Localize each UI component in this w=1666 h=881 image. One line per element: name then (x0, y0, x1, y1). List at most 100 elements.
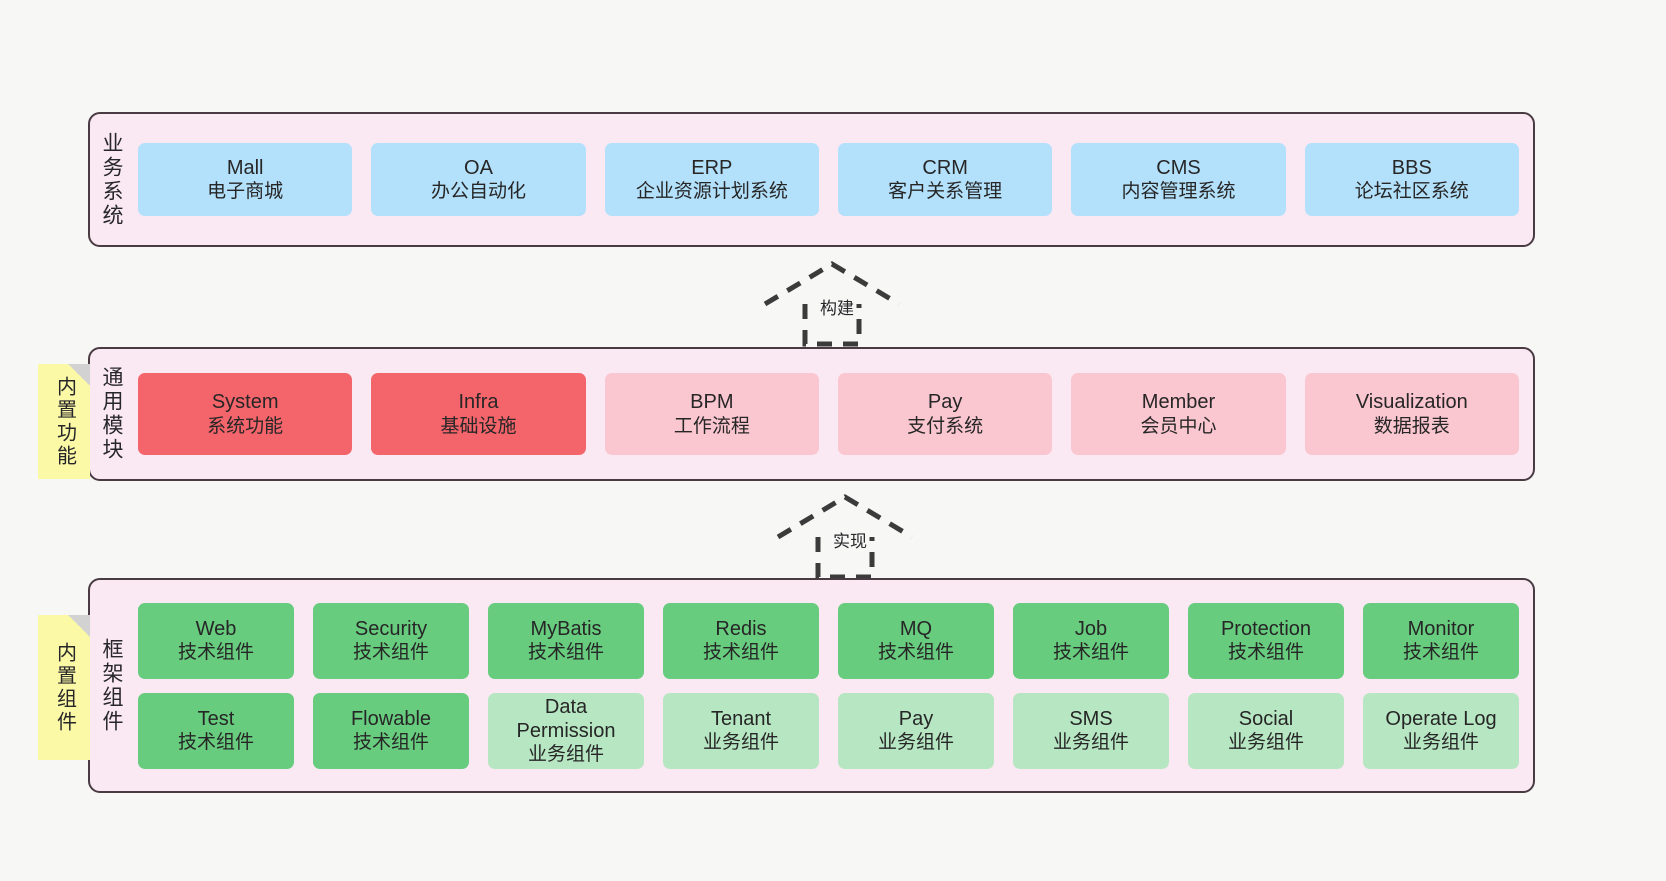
node-subtitle: 工作流程 (673, 415, 750, 437)
node-title: Job (1074, 617, 1108, 640)
node-subtitle: 数据报表 (1373, 415, 1450, 437)
node-title: Infra (458, 391, 499, 414)
node-title: Web (195, 617, 237, 640)
node-title: SMS (1069, 707, 1113, 730)
node-title: CMS (1156, 156, 1201, 179)
node-title: Operate Log (1385, 707, 1497, 730)
node-job[interactable]: Job 技术组件 (1013, 602, 1169, 679)
sticky-note-label: 内置功能 (53, 375, 76, 468)
connector-build: 构建 (757, 258, 907, 348)
node-title: Redis (715, 617, 767, 640)
node-sms[interactable]: SMS 业务组件 (1013, 692, 1169, 769)
page-fold-icon (68, 364, 90, 386)
node-title: ERP (691, 156, 733, 179)
node-bbs[interactable]: BBS 论坛社区系统 (1304, 143, 1519, 216)
node-bpm[interactable]: BPM 工作流程 (604, 373, 819, 455)
sticky-note-builtin-component: 内置组件 (38, 615, 90, 760)
node-subtitle: 会员中心 (1140, 415, 1217, 437)
node-subtitle: 技术组件 (1052, 642, 1129, 664)
node-data-permission[interactable]: Data Permission 业务组件 (488, 692, 644, 769)
layer-common-module: 通用模块 System 系统功能 Infra 基础设施 BPM 工作流程 Pay… (88, 347, 1535, 481)
node-redis[interactable]: Redis 技术组件 (663, 602, 819, 679)
node-subtitle: 办公自动化 (430, 181, 526, 203)
node-title-line2: Permission (516, 719, 616, 742)
layer-body-common-module: System 系统功能 Infra 基础设施 BPM 工作流程 Pay 支付系统… (132, 349, 1533, 479)
node-visualization[interactable]: Visualization 数据报表 (1304, 373, 1519, 455)
node-subtitle: 技术组件 (352, 642, 429, 664)
node-flowable[interactable]: Flowable 技术组件 (313, 692, 469, 769)
node-title: BBS (1391, 156, 1432, 179)
node-oa[interactable]: OA 办公自动化 (371, 143, 586, 216)
connector-label-build: 构建 (820, 299, 854, 318)
node-subtitle: 技术组件 (177, 732, 254, 754)
node-title: Pay (927, 391, 963, 414)
node-subtitle: 技术组件 (877, 642, 954, 664)
node-subtitle: 业务组件 (527, 744, 604, 766)
node-title: MyBatis (530, 617, 602, 640)
node-subtitle: 业务组件 (1402, 732, 1479, 754)
generalization-arrowhead-icon (776, 494, 914, 540)
row-business-systems: Mall 电子商城 OA 办公自动化 ERP 企业资源计划系统 CRM 客户关系… (138, 143, 1519, 216)
node-subtitle: 业务组件 (1052, 732, 1129, 754)
node-erp[interactable]: ERP 企业资源计划系统 (604, 143, 819, 216)
node-title: Member (1141, 391, 1216, 414)
node-subtitle: 内容管理系统 (1121, 181, 1236, 203)
node-monitor[interactable]: Monitor 技术组件 (1363, 602, 1519, 679)
node-subtitle: 基础设施 (440, 415, 517, 437)
row-business-components: Test 技术组件 Flowable 技术组件 Data Permission … (138, 692, 1519, 769)
layer-framework-component: 框架组件 Web 技术组件 Security 技术组件 MyBatis 技术组件… (88, 578, 1535, 793)
node-subtitle: 技术组件 (702, 642, 779, 664)
node-protection[interactable]: Protection 技术组件 (1188, 602, 1344, 679)
node-subtitle: 论坛社区系统 (1354, 181, 1469, 203)
connector-stem (815, 537, 875, 580)
node-social[interactable]: Social 业务组件 (1188, 692, 1344, 769)
node-pay-component[interactable]: Pay 业务组件 (838, 692, 994, 769)
sticky-note-label: 内置组件 (53, 641, 76, 734)
node-subtitle: 系统功能 (207, 415, 284, 437)
node-cms[interactable]: CMS 内容管理系统 (1071, 143, 1286, 216)
connector-label-implement: 实现 (833, 532, 867, 551)
node-tenant[interactable]: Tenant 业务组件 (663, 692, 819, 769)
row-technical-components: Web 技术组件 Security 技术组件 MyBatis 技术组件 Redi… (138, 602, 1519, 679)
node-member[interactable]: Member 会员中心 (1071, 373, 1286, 455)
node-title: System (211, 391, 279, 414)
node-title: Mall (226, 156, 264, 179)
node-subtitle: 支付系统 (907, 415, 984, 437)
node-title: Tenant (710, 707, 772, 730)
node-title: Protection (1220, 617, 1312, 640)
node-mall[interactable]: Mall 电子商城 (138, 143, 353, 216)
connector-implement: 实现 (770, 491, 920, 581)
node-infra[interactable]: Infra 基础设施 (371, 373, 586, 455)
layer-label-framework-component: 框架组件 (100, 637, 124, 734)
node-subtitle: 业务组件 (702, 732, 779, 754)
node-title: Pay (898, 707, 934, 730)
node-crm[interactable]: CRM 客户关系管理 (837, 143, 1053, 216)
node-title: Visualization (1355, 391, 1468, 414)
node-mq[interactable]: MQ 技术组件 (838, 602, 994, 679)
row-common-modules: System 系统功能 Infra 基础设施 BPM 工作流程 Pay 支付系统… (138, 373, 1519, 455)
node-title: Monitor (1407, 617, 1475, 640)
layer-label-business-system: 业务系统 (100, 131, 124, 228)
node-security[interactable]: Security 技术组件 (313, 602, 469, 679)
connector-stem (802, 304, 862, 347)
node-title: Security (354, 617, 428, 640)
node-title: OA (464, 156, 493, 179)
layer-business-system: 业务系统 Mall 电子商城 OA 办公自动化 ERP 企业资源计划系统 CRM… (88, 112, 1535, 247)
node-system[interactable]: System 系统功能 (138, 373, 353, 455)
layer-body-framework-component: Web 技术组件 Security 技术组件 MyBatis 技术组件 Redi… (132, 580, 1533, 791)
node-subtitle: 技术组件 (352, 732, 429, 754)
node-web[interactable]: Web 技术组件 (138, 602, 294, 679)
node-mybatis[interactable]: MyBatis 技术组件 (488, 602, 644, 679)
node-subtitle: 电子商城 (207, 181, 284, 203)
node-title: Test (197, 707, 235, 730)
node-title: MQ (899, 617, 933, 640)
node-pay-module[interactable]: Pay 支付系统 (837, 373, 1053, 455)
node-title: CRM (922, 156, 968, 179)
node-title: BPM (690, 391, 734, 414)
node-subtitle: 技术组件 (1402, 642, 1479, 664)
node-operate-log[interactable]: Operate Log 业务组件 (1363, 692, 1519, 769)
node-title: Social (1238, 707, 1294, 730)
sticky-note-builtin-function: 内置功能 (38, 364, 90, 479)
node-test[interactable]: Test 技术组件 (138, 692, 294, 769)
